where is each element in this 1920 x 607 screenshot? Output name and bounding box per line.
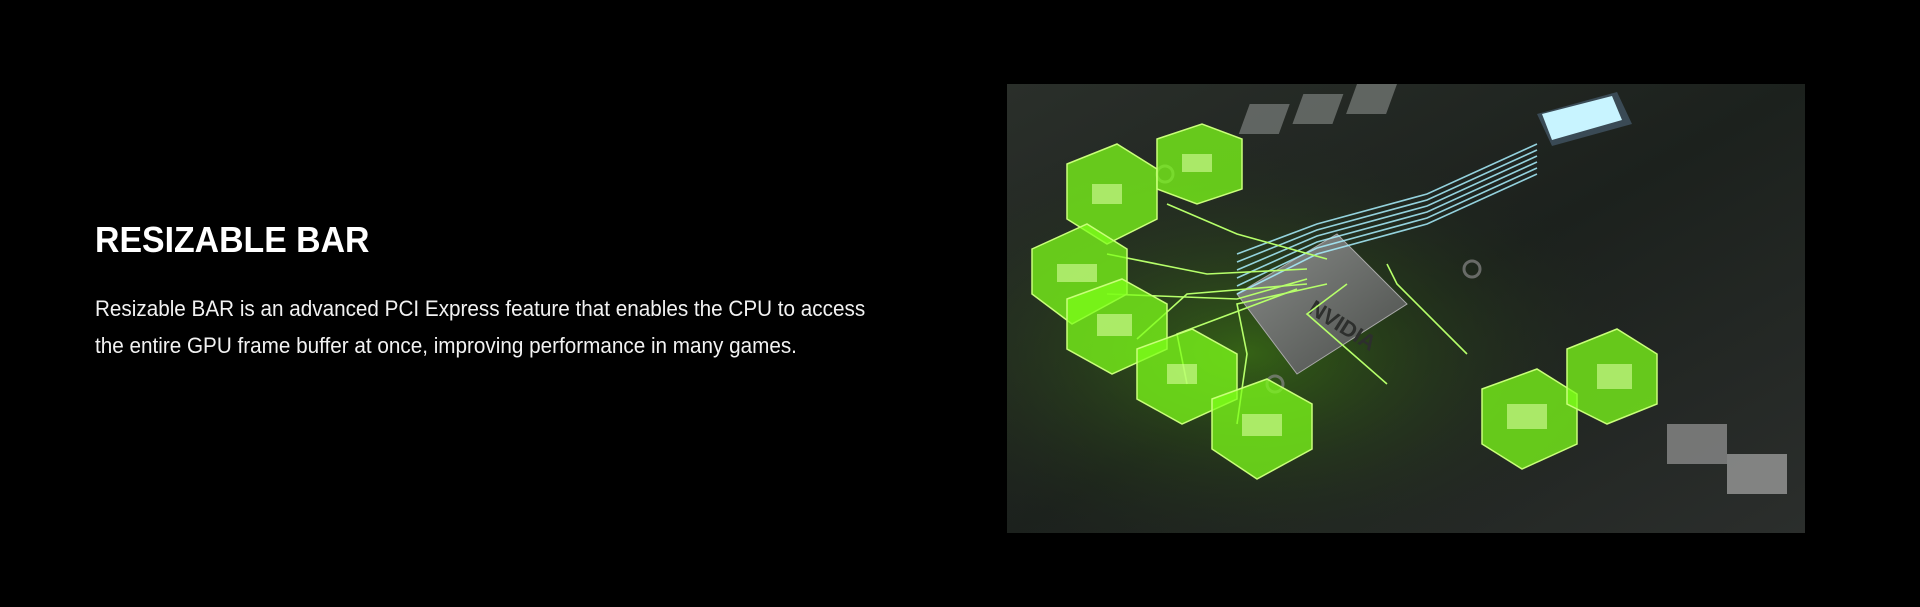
pcie-traces: [1236, 143, 1538, 295]
board-components: [1155, 84, 1787, 494]
gpu-chip: NVIDIA: [1236, 233, 1408, 375]
resizable-bar-illustration: NVIDIA: [1007, 84, 1805, 533]
feature-text: RESIZABLE BAR Resizable BAR is an advanc…: [95, 218, 895, 364]
memory-cubes: [1031, 123, 1658, 480]
feature-description: Resizable BAR is an advanced PCI Express…: [95, 296, 866, 358]
feature-title: RESIZABLE BAR: [95, 219, 370, 260]
gpu-board-graphic: NVIDIA: [1007, 84, 1805, 533]
cpu-block: [1537, 92, 1632, 146]
